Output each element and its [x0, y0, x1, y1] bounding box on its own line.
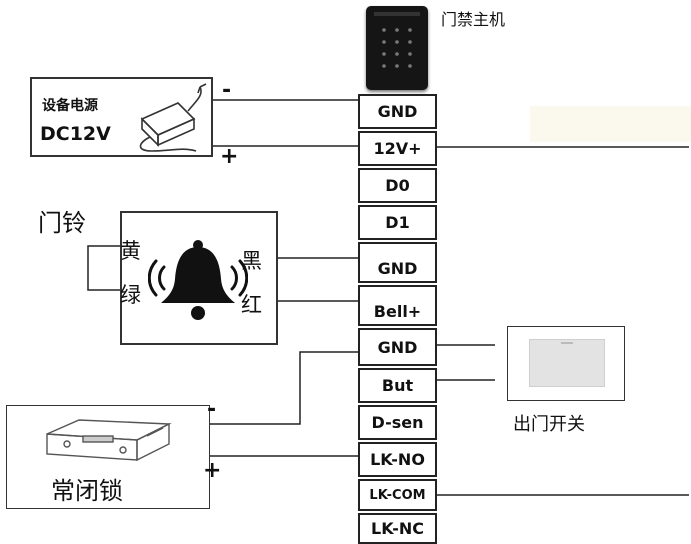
- keypad-device-icon: [366, 6, 428, 90]
- exit-switch-label: 出门开关: [513, 414, 585, 435]
- wire-lock-minus: [210, 351, 358, 425]
- background-patch: [530, 106, 691, 142]
- exit-switch-button-icon: [529, 339, 605, 387]
- lock-box: 常闭锁: [6, 405, 210, 509]
- terminal-d1: D1: [358, 205, 437, 240]
- power-plus-sign: +: [220, 144, 239, 169]
- terminal-lk-no: LK-NO: [358, 442, 437, 477]
- lock-minus-sign: -: [207, 397, 217, 422]
- bell-wire-black: 黑: [241, 249, 262, 273]
- doorbell-title: 门铃: [38, 209, 86, 237]
- terminal-12v: 12V+: [358, 131, 437, 166]
- power-minus-sign: -: [222, 78, 232, 103]
- lock-plus-sign: +: [203, 458, 222, 483]
- bell-wire-yellow: 黄: [120, 239, 141, 263]
- terminal-lk-nc: LK-NC: [358, 513, 437, 544]
- bell-icon: [148, 240, 248, 320]
- terminal-gnd-2: GND: [358, 242, 437, 283]
- terminal-lk-com: LK-COM: [358, 479, 437, 511]
- controller-title: 门禁主机: [441, 10, 506, 29]
- terminal-gnd-1: GND: [358, 94, 437, 129]
- power-supply-title: 设备电源: [42, 98, 98, 114]
- power-supply-voltage: DC12V: [40, 123, 111, 145]
- bell-wire-red: 红: [241, 293, 262, 317]
- terminal-d-sen: D-sen: [358, 405, 437, 440]
- doorbell-box: 黄 绿 黑 红: [120, 211, 278, 345]
- terminal-bell: Bell+: [358, 285, 437, 326]
- bell-wire-green: 绿: [120, 283, 141, 307]
- power-adapter-icon: [139, 83, 207, 152]
- terminal-gnd-3: GND: [358, 328, 437, 366]
- power-supply-box: 设备电源 DC12V: [30, 77, 213, 157]
- lock-label: 常闭锁: [51, 477, 123, 505]
- magnetic-lock-icon: [46, 419, 172, 462]
- terminal-d0: D0: [358, 168, 437, 203]
- wire-bell-loop: [87, 245, 120, 291]
- terminal-but: But: [358, 368, 437, 403]
- exit-switch-box: [507, 326, 625, 401]
